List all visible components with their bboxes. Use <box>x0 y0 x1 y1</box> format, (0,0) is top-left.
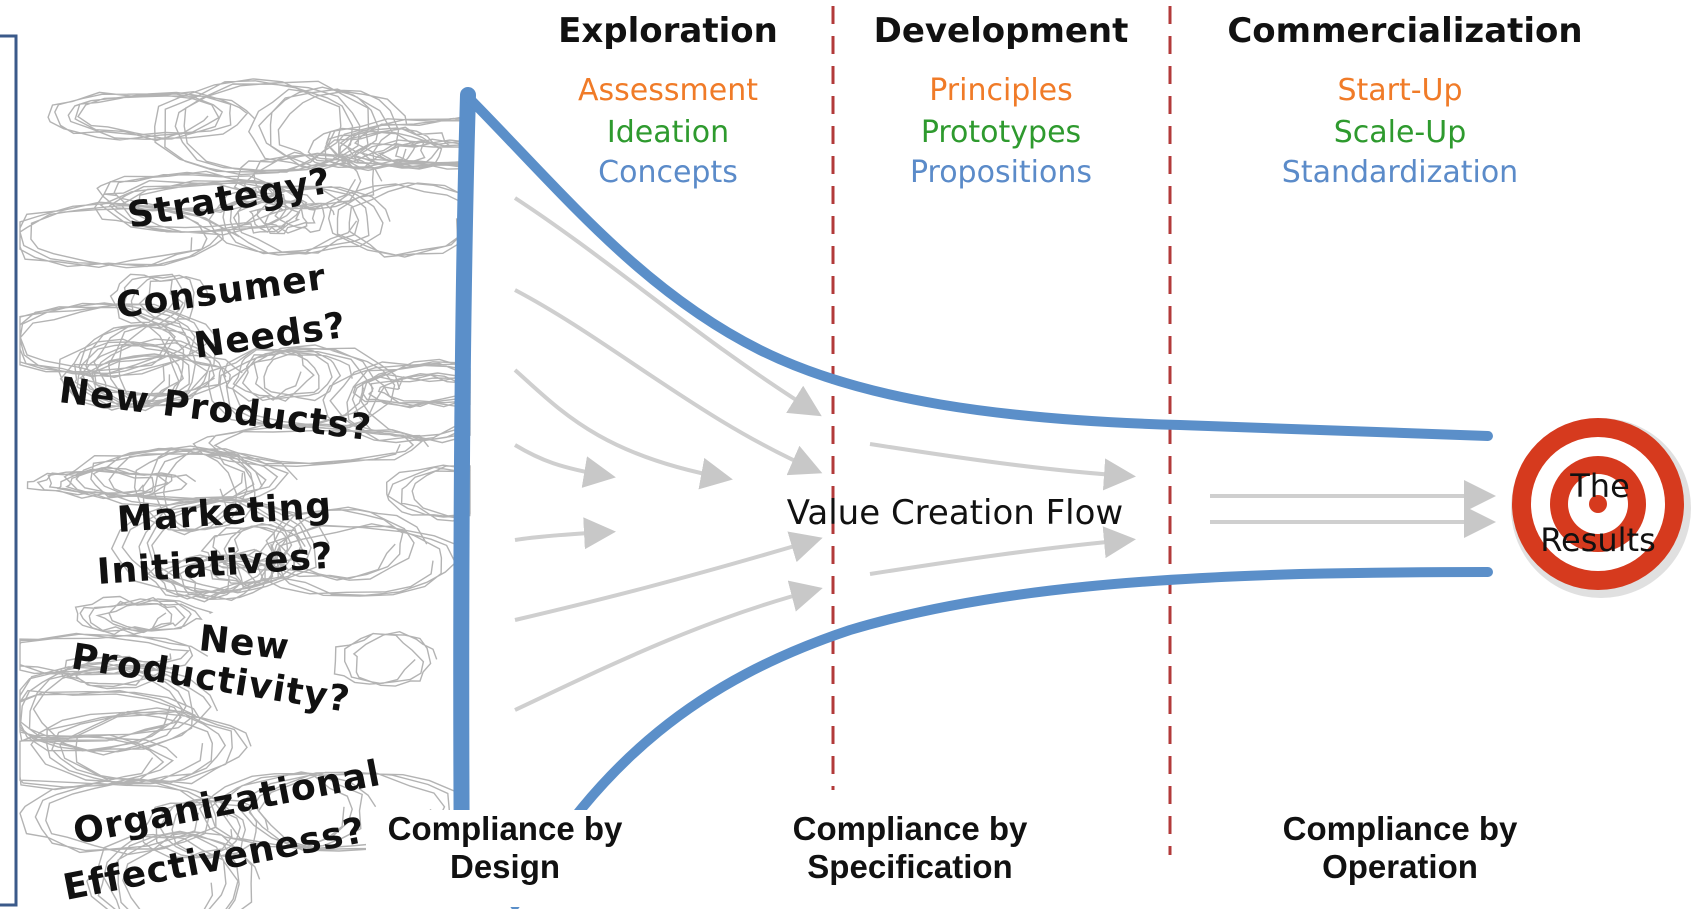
stage-ideation: Ideation <box>607 115 729 150</box>
scribble-loop <box>86 830 261 909</box>
compliance-design-line2: Design <box>449 848 561 885</box>
flow-arrow <box>869 442 1136 491</box>
scribble-loop <box>253 523 462 597</box>
question-new: New <box>197 618 292 668</box>
compliance-operation-line2: Operation <box>1322 848 1478 885</box>
stage-prototypes: Prototypes <box>921 115 1081 150</box>
flow-arrows <box>513 196 1496 712</box>
flow-arrow <box>514 531 823 622</box>
target-label-the: The <box>1569 467 1630 505</box>
question-new-products: New Products? <box>57 370 374 449</box>
flow-arrow <box>514 517 616 550</box>
scribble-loop <box>207 184 391 256</box>
scribble-loop <box>352 372 472 409</box>
scribble-loop <box>93 179 317 236</box>
scribble-loop <box>222 347 353 402</box>
phase-exploration: Exploration Assessment Ideation Concepts <box>558 11 778 190</box>
scribble-loop <box>200 522 306 571</box>
scribble-loop <box>73 353 243 398</box>
scribble-loop <box>237 198 335 235</box>
scribble-loop <box>265 506 428 581</box>
compliance-operation-line1: Compliance by <box>1282 810 1518 847</box>
scribble-loop <box>26 466 197 500</box>
phase-title: Exploration <box>558 11 778 51</box>
flow-arrow <box>514 580 823 712</box>
scribble-loop <box>192 423 430 468</box>
scribble-loop <box>19 632 209 676</box>
phase-commercialization: Commercialization Start-Up Scale-Up Stan… <box>1227 11 1582 190</box>
scribble-loop <box>19 777 229 856</box>
compliance-specification-line1: Compliance by <box>792 810 1028 847</box>
flow-arrow <box>513 196 822 417</box>
stage-propositions: Propositions <box>910 155 1092 190</box>
target-label-results: Results <box>1540 521 1656 559</box>
scribble-loop <box>198 771 377 850</box>
scribble-loop <box>110 496 330 596</box>
scribble-loop <box>207 344 401 431</box>
funnel <box>453 87 1493 909</box>
phase-title: Commercialization <box>1227 11 1582 51</box>
compliance-design-line1: Compliance by <box>387 810 623 847</box>
compliance-specification-line2: Specification <box>807 848 1013 885</box>
question-initiatives: Initiatives? <box>96 536 335 593</box>
scribble-loop <box>19 662 219 756</box>
scribble-loop <box>247 86 408 171</box>
phase-title: Development <box>874 11 1129 51</box>
stage-start-up: Start-Up <box>1337 73 1462 108</box>
scribble-loop <box>19 302 217 379</box>
compliance-operation: Compliance by Operation <box>1250 810 1550 907</box>
stage-principles: Principles <box>929 73 1073 108</box>
scribble-loop <box>19 734 178 791</box>
stage-assessment: Assessment <box>578 73 758 108</box>
flow-arrow <box>514 288 823 476</box>
stage-standardization: Standardization <box>1282 155 1518 190</box>
scribble-loop <box>153 78 370 176</box>
scribble-loop <box>63 447 298 507</box>
flow-arrow <box>513 368 733 490</box>
scribble-loop <box>141 797 269 860</box>
compliance-design: Compliance by Design <box>366 810 644 907</box>
scribble-loop <box>30 707 252 786</box>
funnel-bottom-curve <box>510 567 1493 909</box>
scribble-loop <box>385 464 471 522</box>
scribble-loop <box>200 548 296 588</box>
value-creation-flow-label: Value Creation Flow <box>787 493 1123 533</box>
flow-arrow <box>869 526 1136 576</box>
scribble-loop <box>47 90 256 142</box>
scribble-loop <box>133 445 263 536</box>
scribble-loop <box>333 630 438 687</box>
scribble-loop <box>109 273 209 329</box>
scribble-loop <box>78 323 217 408</box>
stage-scale-up: Scale-Up <box>1334 115 1467 150</box>
flow-arrow <box>513 443 616 488</box>
phase-development: Development Principles Prototypes Propos… <box>874 11 1129 190</box>
compliance-specification: Compliance by Specification <box>760 810 1060 907</box>
scribble-loop <box>74 595 214 636</box>
funnel-left-wall <box>453 87 476 903</box>
results-target: The Results <box>1511 418 1691 598</box>
scribble-cloud <box>19 78 472 909</box>
left-frame <box>0 34 18 907</box>
scribble-loop <box>327 182 471 258</box>
scribble-loop <box>145 554 273 603</box>
stage-concepts: Concepts <box>598 155 738 190</box>
funnel-top-curve <box>461 90 1493 441</box>
